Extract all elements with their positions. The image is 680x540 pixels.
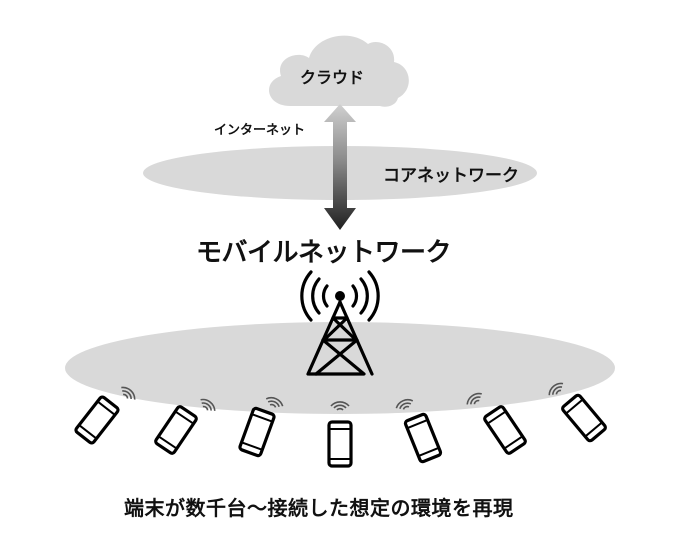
internet-label: インターネット (214, 123, 306, 138)
mobile-network-label: モバイルネットワーク (196, 238, 452, 268)
caption: 端末が数千台～接続した想定の環境を再現 (124, 496, 514, 520)
smartphone-icon (152, 404, 200, 456)
radio-tower-icon (300, 270, 380, 376)
smartphone-icon (237, 405, 277, 459)
smartphone-icon (327, 420, 353, 468)
core-network-label: コアネットワーク (383, 166, 519, 186)
smartphone-icon (481, 404, 529, 456)
smartphone-icon (559, 392, 609, 444)
smartphone-icon (402, 411, 444, 465)
mobile-network-area (65, 322, 615, 414)
cloud-icon (269, 35, 409, 107)
double-arrow-icon (324, 104, 356, 230)
cloud-label: クラウド (300, 68, 365, 87)
smartphone-icon (73, 394, 121, 446)
